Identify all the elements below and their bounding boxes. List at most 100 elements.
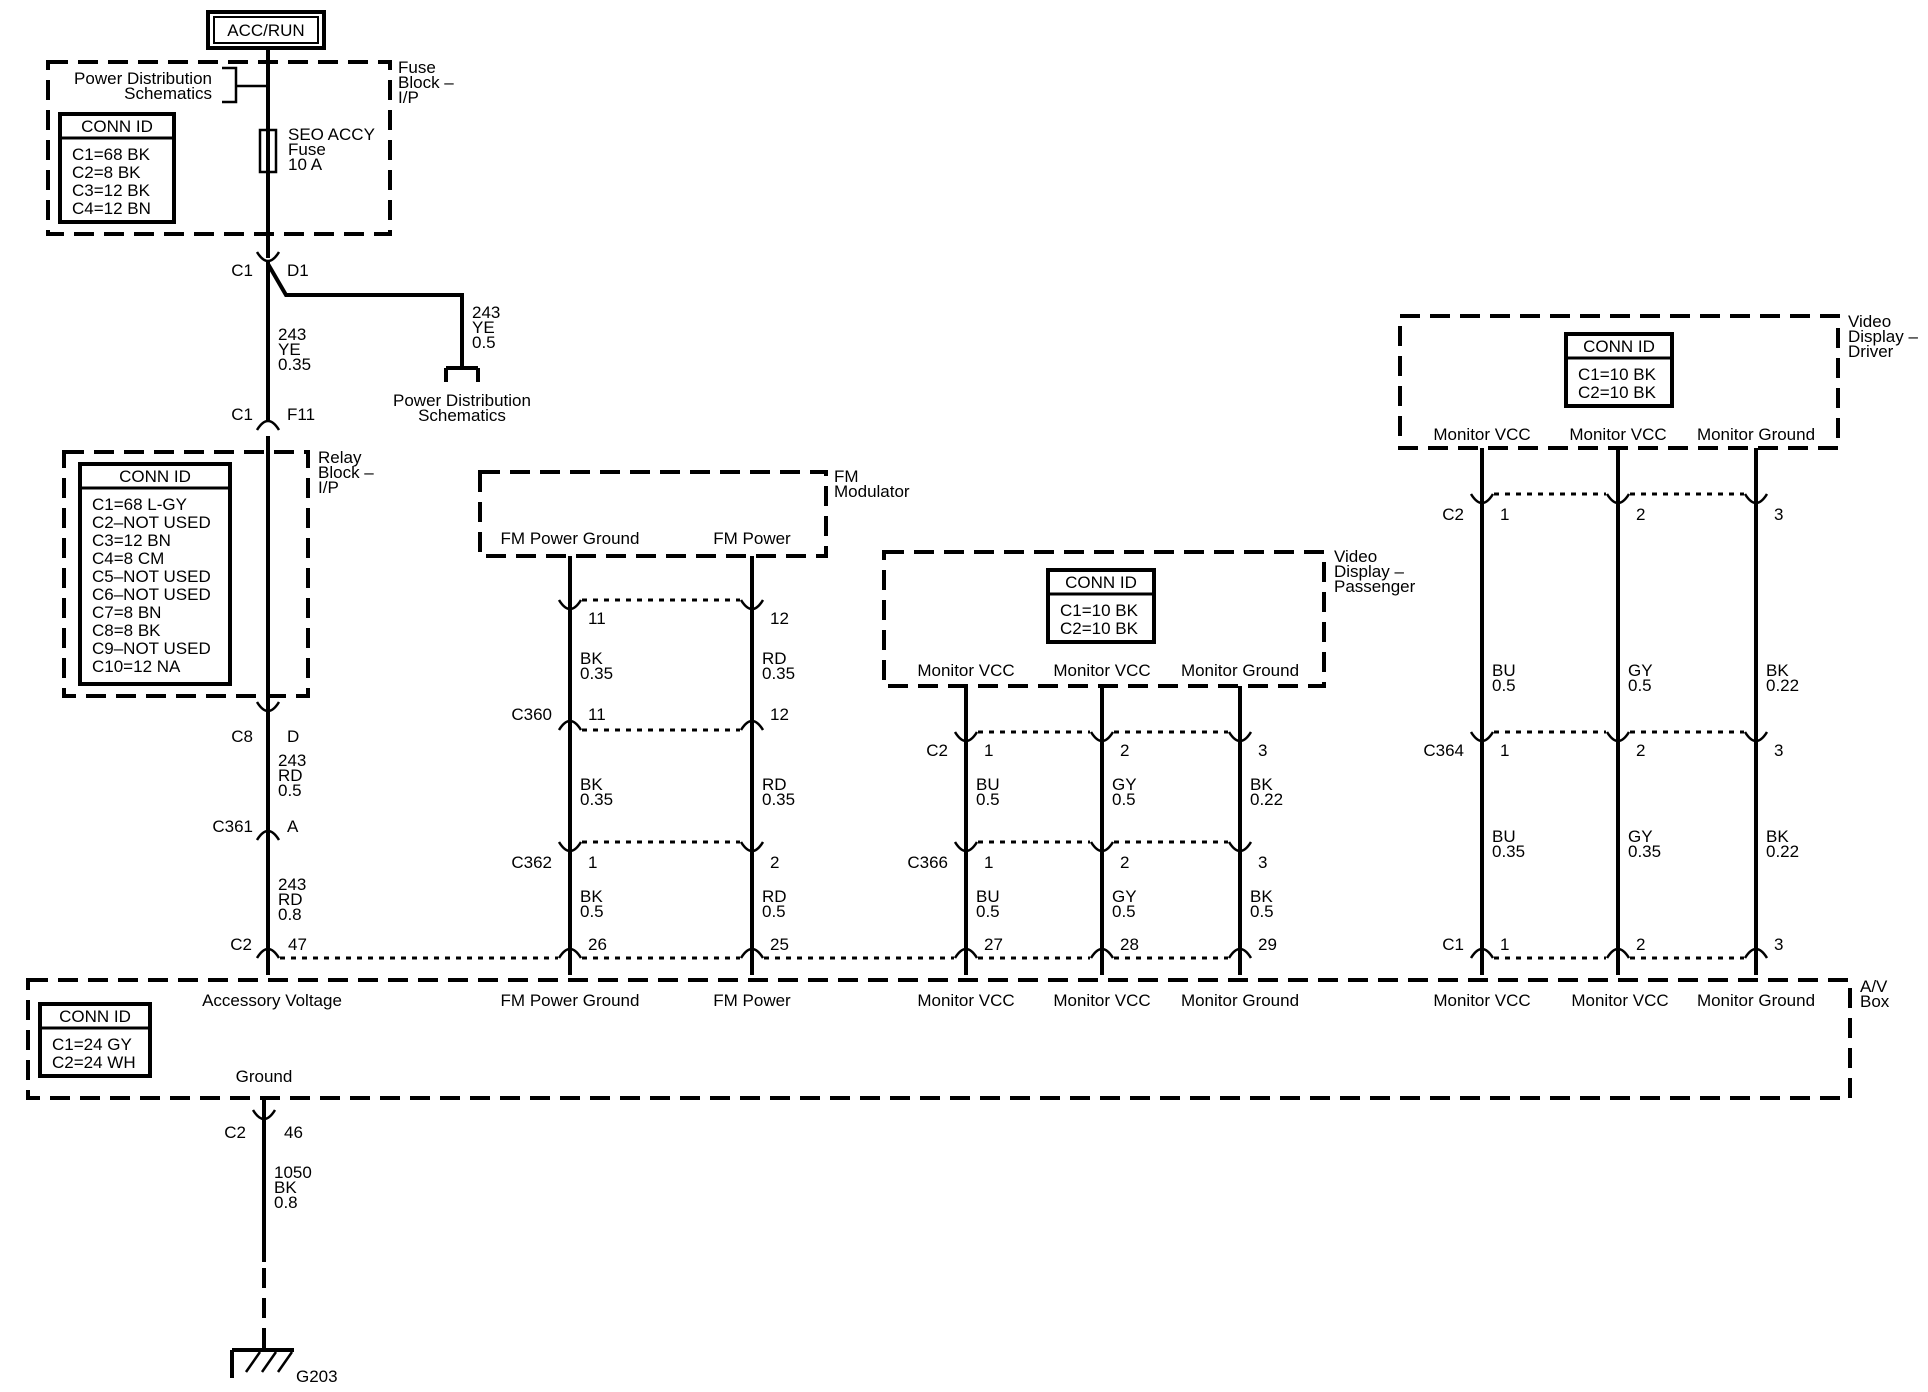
- svg-text:C8: C8: [231, 727, 253, 746]
- svg-text:27: 27: [984, 935, 1003, 954]
- fuse-conn-id-title: CONN ID: [81, 117, 153, 136]
- svg-text:Monitor VCC: Monitor VCC: [1433, 991, 1530, 1010]
- svg-text:BK0.5: BK0.5: [1250, 887, 1274, 921]
- svg-text:C2: C2: [224, 1123, 246, 1142]
- svg-text:BU0.5: BU0.5: [1492, 661, 1516, 695]
- svg-text:3: 3: [1774, 741, 1783, 760]
- svg-text:1: 1: [588, 853, 597, 872]
- connector-c361: C361 A: [212, 817, 299, 841]
- svg-text:BK0.22: BK0.22: [1766, 661, 1799, 695]
- av-ground-label: Ground: [236, 1067, 293, 1086]
- acc-run-source: ACC/RUN: [206, 10, 326, 50]
- source-label: ACC/RUN: [227, 21, 304, 40]
- svg-text:2: 2: [1636, 505, 1645, 524]
- svg-text:1: 1: [1500, 505, 1509, 524]
- svg-text:3: 3: [1258, 853, 1267, 872]
- svg-text:BU0.5: BU0.5: [976, 775, 1000, 809]
- connector-driver-c2: C2 1 2 3: [1442, 492, 1783, 524]
- svg-text:46: 46: [284, 1123, 303, 1142]
- svg-text:C2: C2: [926, 741, 948, 760]
- svg-text:BK0.35: BK0.35: [580, 649, 613, 683]
- svg-text:CONN ID: CONN ID: [1065, 573, 1137, 592]
- svg-text:BK0.22: BK0.22: [1766, 827, 1799, 861]
- svg-text:28: 28: [1120, 935, 1139, 954]
- svg-text:11: 11: [588, 609, 606, 628]
- svg-text:11: 11: [588, 705, 606, 724]
- svg-text:1: 1: [1500, 935, 1509, 954]
- svg-text:47: 47: [288, 935, 307, 954]
- fm-pin-power-ground: FM Power Ground: [501, 529, 640, 548]
- svg-text:C1: C1: [231, 405, 253, 424]
- svg-text:Monitor Ground: Monitor Ground: [1697, 425, 1815, 444]
- svg-text:C366: C366: [907, 853, 948, 872]
- svg-text:RD0.5: RD0.5: [762, 887, 787, 921]
- connector-c1-f11: C1 F11: [231, 405, 315, 431]
- svg-text:C2: C2: [230, 935, 252, 954]
- ground-symbol: [230, 1348, 294, 1378]
- svg-text:Monitor VCC: Monitor VCC: [1569, 425, 1666, 444]
- connector-c362: C362 1 2: [511, 840, 779, 872]
- svg-text:FM Power: FM Power: [713, 991, 791, 1010]
- svg-text:GY0.5: GY0.5: [1112, 887, 1137, 921]
- svg-text:A: A: [287, 817, 299, 836]
- svg-text:C1: C1: [1442, 935, 1464, 954]
- svg-text:3: 3: [1774, 505, 1783, 524]
- svg-text:RD0.35: RD0.35: [762, 775, 795, 809]
- svg-text:C364: C364: [1423, 741, 1464, 760]
- svg-text:2: 2: [1120, 853, 1129, 872]
- svg-text:Monitor VCC: Monitor VCC: [1053, 991, 1150, 1010]
- svg-text:Monitor Ground: Monitor Ground: [1181, 661, 1299, 680]
- connector-c366: C366 1 2 3: [907, 840, 1267, 872]
- svg-text:Monitor VCC: Monitor VCC: [917, 661, 1014, 680]
- svg-text:GY0.5: GY0.5: [1628, 661, 1653, 695]
- connector-av-c1: [1469, 947, 1769, 959]
- svg-text:BK0.22: BK0.22: [1250, 775, 1283, 809]
- svg-text:2: 2: [770, 853, 779, 872]
- svg-text:BU0.35: BU0.35: [1492, 827, 1525, 861]
- connector-c1-d1: C1 D1: [231, 251, 309, 280]
- svg-text:1: 1: [984, 853, 993, 872]
- svg-text:F11: F11: [287, 405, 315, 424]
- svg-text:2: 2: [1636, 741, 1645, 760]
- svg-text:Monitor VCC: Monitor VCC: [1053, 661, 1150, 680]
- svg-text:BK0.5: BK0.5: [580, 887, 604, 921]
- svg-text:C2: C2: [1442, 505, 1464, 524]
- connector-passenger-c2: C2 1 2 3: [926, 730, 1267, 760]
- svg-text:GY0.35: GY0.35: [1628, 827, 1661, 861]
- svg-text:Monitor VCC: Monitor VCC: [917, 991, 1014, 1010]
- svg-text:C1: C1: [231, 261, 253, 280]
- svg-text:12: 12: [770, 705, 789, 724]
- svg-text:1: 1: [1500, 741, 1509, 760]
- svg-text:Monitor Ground: Monitor Ground: [1181, 991, 1299, 1010]
- fm-pin-power: FM Power: [713, 529, 791, 548]
- svg-text:3: 3: [1258, 741, 1267, 760]
- connector-av-c2: [255, 947, 1253, 959]
- ground-point-label: G203: [296, 1367, 338, 1386]
- svg-text:12: 12: [770, 609, 789, 628]
- svg-text:FM Power Ground: FM Power Ground: [501, 991, 640, 1010]
